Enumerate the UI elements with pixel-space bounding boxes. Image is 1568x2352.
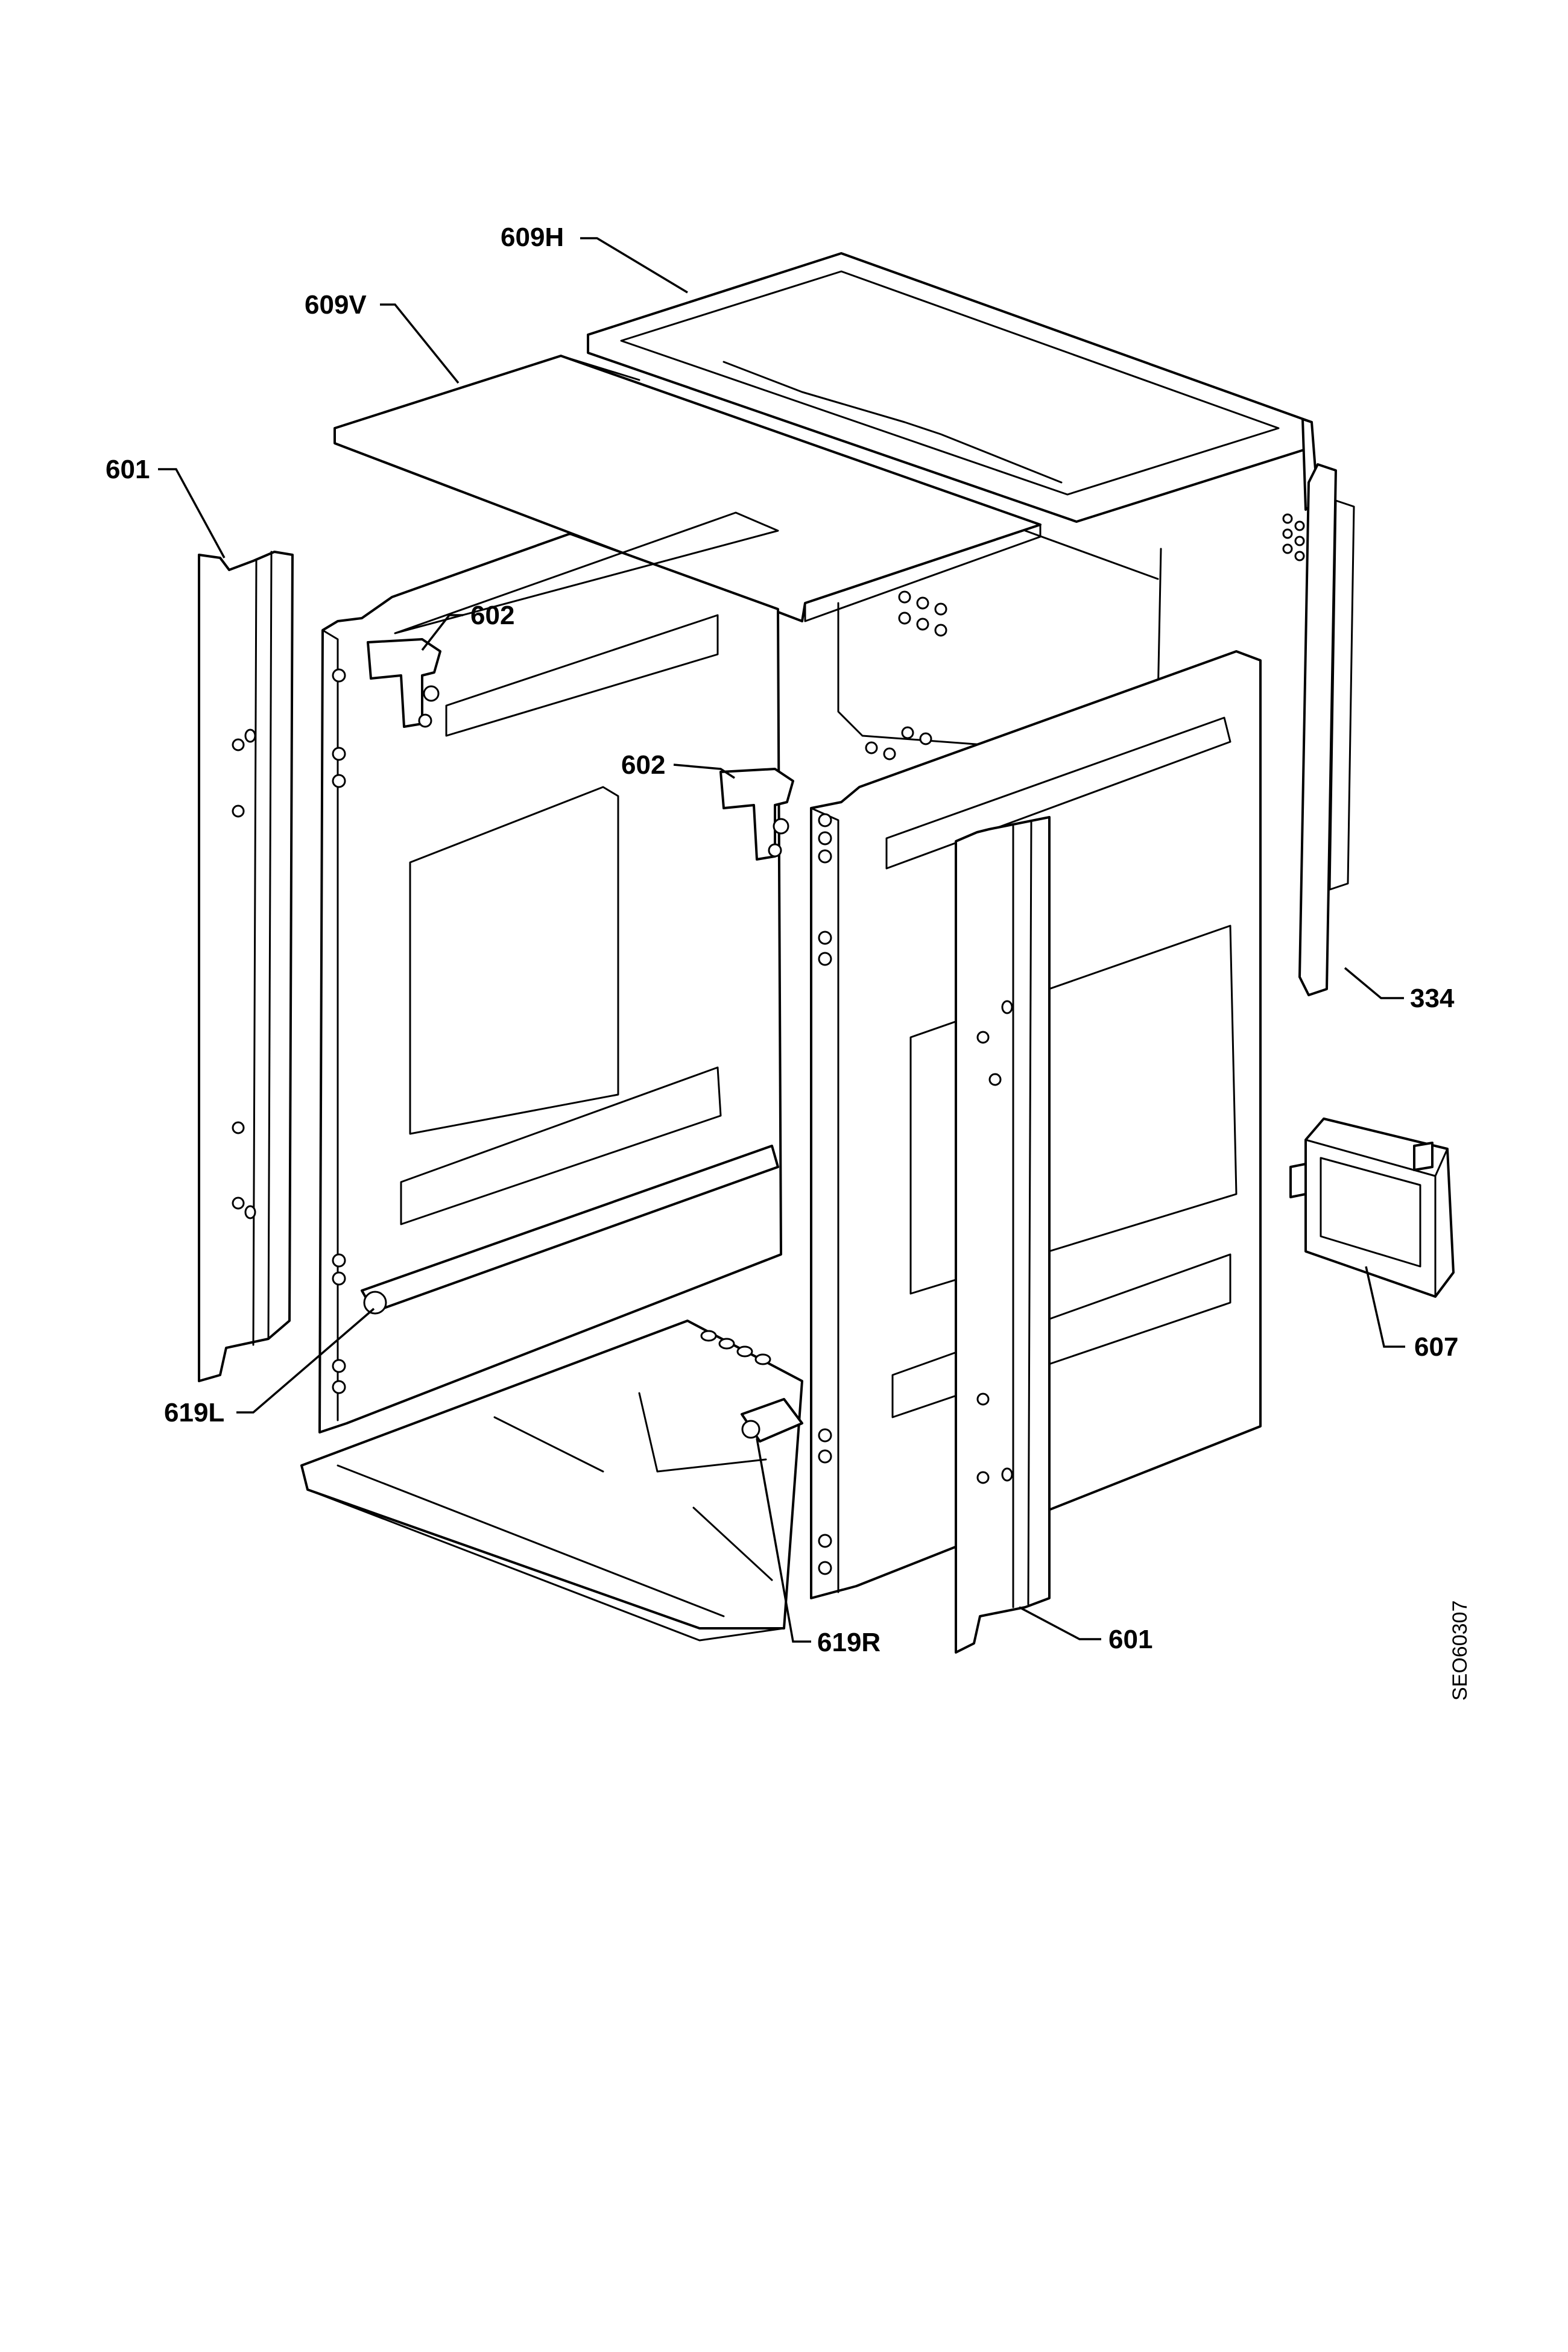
vent-holes-floor [700,1330,771,1365]
label-609h: 609H [501,223,564,252]
vent-holes-back [865,590,947,760]
mount-holes-left [332,668,346,1394]
cabinet-back-body [837,530,1162,760]
left-side-panel [318,511,782,1434]
mount-holes-right [818,813,832,1575]
drawing-code: SEO60307 [1449,1601,1472,1701]
side-strip-left [198,551,294,1382]
label-602-right: 602 [621,750,665,780]
bracket-right [719,768,794,861]
top-panel-horizontal [587,252,1319,523]
vent-holes-rear-panel [1282,513,1305,561]
rear-panel [1282,463,1355,996]
side-strip-right [955,816,1051,1654]
bracket-left [367,638,441,728]
leader-lines [158,237,1405,1643]
label-619r: 619R [817,1628,880,1657]
part-labels: 609H 609V 601 602 602 334 607 619L 619R … [106,223,1458,1657]
top-panel-vertical [334,355,1042,622]
label-601-right: 601 [1108,1625,1152,1654]
bottom-panel [300,1320,803,1642]
label-602-left: 602 [470,601,514,630]
label-619l: 619L [164,1398,224,1427]
box-part [1289,1118,1455,1298]
label-607: 607 [1414,1332,1458,1362]
label-334: 334 [1410,984,1455,1013]
label-601-left: 601 [106,455,150,484]
strip-holes-right [976,1000,1013,1484]
label-609v: 609V [305,290,367,320]
strip-holes-left [232,729,256,1219]
